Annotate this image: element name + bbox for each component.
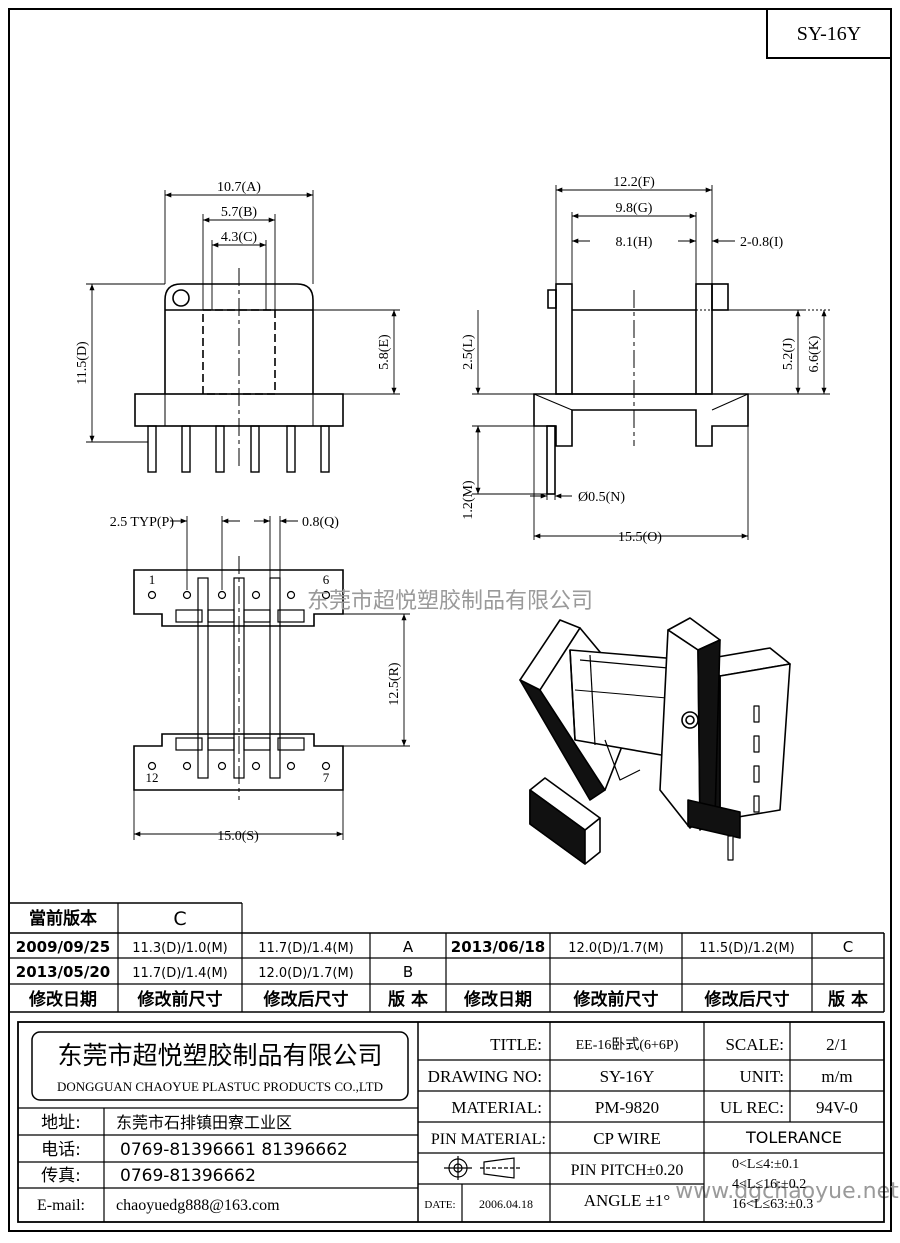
pin-view: [133, 516, 410, 840]
phone-label: 电话:: [41, 1140, 81, 1160]
rev-header: 修改前尺寸: [573, 989, 659, 1010]
dim-j-label: 5.2(J): [781, 338, 796, 371]
rev-cell: 11.7(D)/1.4(M): [258, 941, 354, 956]
ul-value: 94V-0: [816, 1098, 858, 1117]
rev-cell: 11.3(D)/1.0(M): [132, 941, 228, 956]
dim-s-label: 15.0(S): [217, 829, 259, 844]
angle-tolerance: ANGLE ±1°: [584, 1191, 670, 1210]
drawing-number-top: SY-16Y: [797, 23, 861, 45]
tolerance-line-2: 4<L≤16:±0.2: [732, 1177, 806, 1192]
dim-g-label: 9.8(G): [616, 201, 653, 216]
dim-m-label: 1.2(M): [461, 480, 476, 520]
front-view: [86, 190, 400, 473]
rev-cell: 12.0(D)/1.7(M): [568, 941, 664, 956]
material-value: PM-9820: [595, 1098, 659, 1117]
title-label: TITLE:: [490, 1035, 542, 1054]
rev-cell: B: [403, 963, 413, 981]
dim-q-label: 0.8(Q): [302, 515, 339, 530]
dim-l-label: 2.5(L): [461, 334, 476, 370]
dim-k-label: 6.6(K): [807, 335, 822, 372]
dim-i-label: 2-0.8(I): [740, 235, 783, 250]
title-block: [17, 1021, 885, 1223]
revision-table-text: 當前版本 C 2009/09/25 11.3(D)/1.0(M) 11.7(D)…: [16, 908, 868, 1010]
rev-cell: 2009/09/25: [16, 938, 110, 956]
current-version-label: 當前版本: [29, 908, 97, 929]
dim-d-label: 11.5(D): [75, 341, 90, 385]
dim-f-label: 12.2(F): [613, 175, 655, 190]
unit-value: m/m: [821, 1067, 852, 1086]
rev-header: 修改日期: [463, 989, 532, 1010]
side-view: [472, 185, 830, 540]
dim-e-label: 5.8(E): [377, 334, 392, 370]
scale-value: 2/1: [826, 1035, 848, 1054]
pin-6-label: 6: [323, 572, 330, 587]
current-version-value: C: [173, 908, 186, 930]
rev-header: 修改后尺寸: [704, 989, 790, 1010]
dim-o-label: 15.5(O): [618, 530, 662, 545]
rev-header: 版 本: [828, 989, 868, 1010]
fax-value: 0769-81396662: [120, 1166, 256, 1186]
fax-label: 传真:: [41, 1166, 81, 1186]
watermark-url: www.dgchaoyue.net: [675, 1179, 899, 1204]
dim-a-label: 10.7(A): [217, 180, 261, 195]
rev-cell: 12.0(D)/1.7(M): [258, 966, 354, 981]
pin-pitch: PIN PITCH±0.20: [571, 1162, 684, 1179]
drawing-no-label: DRAWING NO:: [428, 1067, 542, 1086]
isometric-view: [519, 617, 791, 865]
rev-cell: 11.5(D)/1.2(M): [699, 941, 795, 956]
pin-view-labels: 2.5 TYP(P) 0.8(Q) 12.5(R) 15.0(S) 1 6 12…: [110, 515, 402, 844]
rev-cell: A: [403, 938, 414, 956]
pin-material-value: CP WIRE: [593, 1129, 661, 1148]
material-label: MATERIAL:: [451, 1098, 542, 1117]
company-name-en: DONGGUAN CHAOYUE PLASTUC PRODUCTS CO.,LT…: [57, 1079, 383, 1094]
rev-cell: C: [843, 938, 853, 956]
address-value: 东莞市石排镇田寮工业区: [116, 1113, 292, 1132]
dim-p-label: 2.5 TYP(P): [110, 515, 175, 530]
tolerance-label: TOLERANCE: [745, 1128, 842, 1147]
unit-label: UNIT:: [740, 1067, 784, 1086]
company-name-cn: 东莞市超悦塑胶制品有限公司: [57, 1041, 382, 1070]
date-value: 2006.04.18: [479, 1197, 533, 1211]
rev-cell: 2013/05/20: [16, 963, 110, 981]
phone-value: 0769-81396661 81396662: [120, 1140, 348, 1160]
rev-header: 修改日期: [28, 989, 97, 1010]
pin-1-label: 1: [149, 572, 156, 587]
tolerance-line-1: 0<L≤4:±0.1: [732, 1157, 799, 1172]
dim-b-label: 5.7(B): [221, 205, 258, 220]
dim-n-label: Ø0.5(N): [578, 490, 625, 505]
scale-label: SCALE:: [725, 1035, 784, 1054]
rev-cell: 2013/06/18: [451, 938, 545, 956]
pin-material-label: PIN MATERIAL:: [431, 1131, 546, 1148]
drawing-number-box: SY-16Y: [766, 8, 892, 59]
side-view-labels: 12.2(F) 9.8(G) 8.1(H) 2-0.8(I) 5.2(J) 6.…: [461, 175, 822, 545]
email-label: E-mail:: [37, 1197, 85, 1214]
rev-header: 版 本: [388, 989, 428, 1010]
ul-label: UL REC:: [720, 1098, 784, 1117]
dim-h-label: 8.1(H): [616, 235, 653, 250]
revision-table: [9, 902, 885, 1013]
front-view-labels: 10.7(A) 5.7(B) 4.3(C) 11.5(D) 5.8(E): [75, 180, 392, 385]
sheet-border: [8, 8, 892, 1232]
title-value: EE-16卧式(6+6P): [576, 1037, 679, 1053]
tolerance-line-3: 16<L≤63:±0.3: [732, 1197, 813, 1212]
pin-7-label: 7: [323, 770, 330, 785]
rev-header: 修改后尺寸: [263, 989, 349, 1010]
pin-12-label: 12: [146, 770, 159, 785]
dim-r-label: 12.5(R): [387, 662, 402, 706]
dim-c-label: 4.3(C): [221, 230, 258, 245]
title-block-text: 东莞市超悦塑胶制品有限公司 DONGGUAN CHAOYUE PLASTUC P…: [37, 1035, 858, 1214]
watermark-company: 东莞市超悦塑胶制品有限公司: [307, 589, 593, 614]
projection-symbol-icon: [444, 1156, 520, 1180]
address-label: 地址:: [41, 1113, 81, 1133]
rev-cell: 11.7(D)/1.4(M): [132, 966, 228, 981]
date-label: DATE:: [424, 1199, 455, 1211]
rev-header: 修改前尺寸: [137, 989, 223, 1010]
email-value: chaoyuedg888@163.com: [116, 1197, 280, 1214]
drawing-no-value: SY-16Y: [600, 1067, 655, 1086]
